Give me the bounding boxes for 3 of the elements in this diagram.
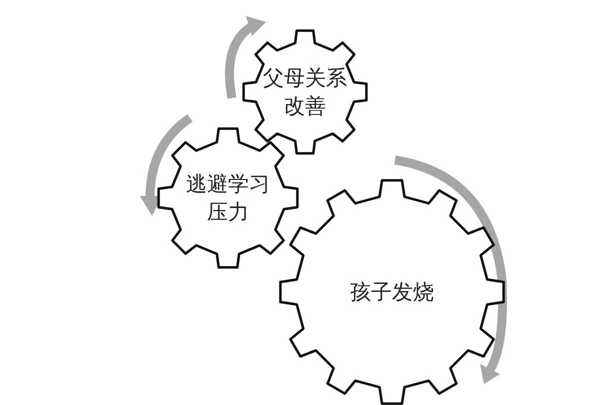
gear-label: 父母关系改善 [263, 65, 347, 120]
gear-label: 孩子发烧 [349, 279, 435, 306]
gear-label: 逃避学习压力 [186, 171, 270, 226]
